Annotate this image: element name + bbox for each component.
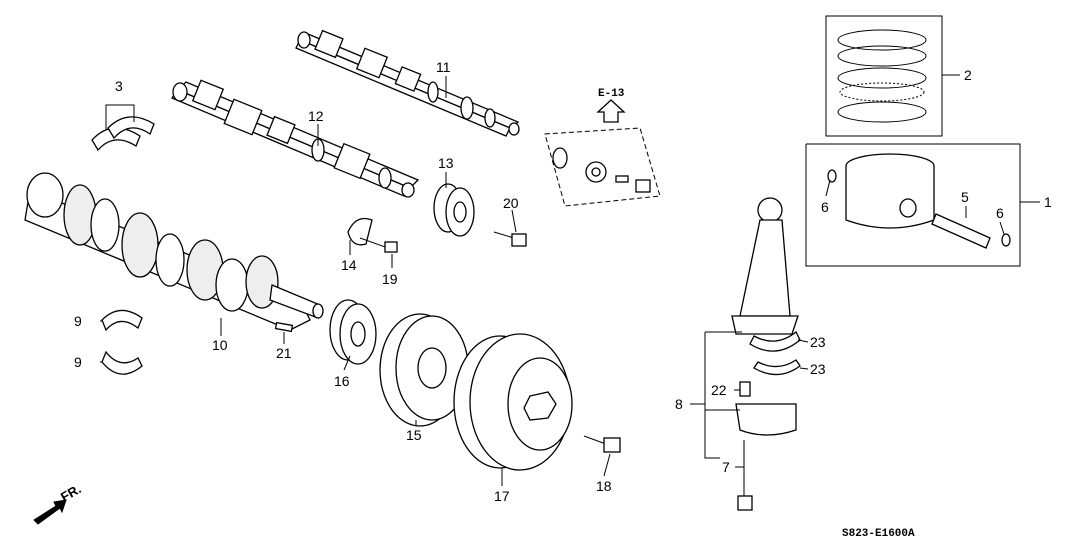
callout-2: 2 [964, 67, 972, 83]
callout-3: 3 [115, 78, 123, 94]
callout-15: 15 [406, 427, 422, 443]
woodruff-key [274, 321, 294, 333]
camshaft-upper [295, 29, 520, 137]
camshaft-pulley [433, 183, 475, 237]
crankshaft [24, 172, 324, 331]
thrust-washers [91, 116, 155, 152]
callout-23-lower: 23 [810, 361, 826, 377]
callout-17: 17 [494, 488, 510, 504]
callout-21: 21 [276, 345, 292, 361]
callout-7: 7 [722, 459, 730, 475]
rod-cap [735, 403, 797, 436]
reference-arrow-label: E-13 [598, 88, 625, 100]
callout-9-upper: 9 [74, 313, 82, 329]
callout-12: 12 [308, 108, 324, 124]
callout-20: 20 [503, 195, 519, 211]
callout-22: 22 [711, 382, 727, 398]
dowel-pin [739, 381, 751, 397]
rod-bearing-upper [749, 330, 801, 352]
bolt-19 [359, 237, 398, 253]
callout-11: 11 [436, 59, 451, 75]
callout-5: 5 [961, 189, 969, 205]
reference-detail-box [544, 127, 661, 207]
timing-belt-drive-pulley [329, 299, 377, 365]
callout-10: 10 [212, 337, 228, 353]
callout-6-left: 6 [821, 199, 829, 215]
balancer-drive-pulley [379, 313, 469, 427]
crankshaft-pulley [453, 333, 573, 471]
rod-bearing-lower [753, 359, 801, 376]
callout-13: 13 [438, 155, 454, 171]
front-arrow-icon [33, 499, 67, 525]
callout-8: 8 [675, 396, 683, 412]
bolt-20 [493, 231, 527, 247]
bolt-18 [583, 435, 621, 453]
rod-bolt [737, 440, 753, 511]
connecting-rod [731, 197, 799, 335]
main-bearing-lower [101, 350, 143, 375]
callout-6-right: 6 [996, 205, 1004, 221]
piston-assembly [805, 143, 1021, 267]
callout-14: 14 [341, 257, 357, 273]
piston-ring-set [825, 15, 943, 137]
callout-23-upper: 23 [810, 334, 826, 350]
up-arrow-icon [596, 99, 626, 123]
callout-16: 16 [334, 373, 350, 389]
callout-1: 1 [1044, 194, 1052, 210]
callout-19: 19 [382, 271, 398, 287]
camshaft-lower [170, 79, 420, 198]
leader-lines [100, 74, 1040, 486]
diagram-code: S823-E1600A [842, 528, 915, 540]
callout-9-lower: 9 [74, 354, 82, 370]
callout-18: 18 [596, 478, 612, 494]
main-bearing-upper [101, 309, 143, 332]
cam-plate [347, 217, 373, 246]
